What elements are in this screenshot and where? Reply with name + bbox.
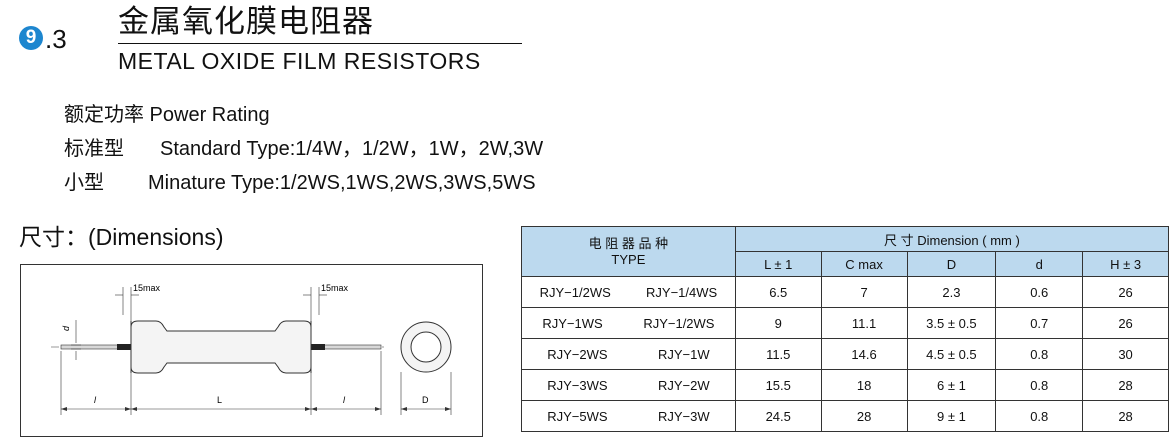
cell-D: 4.5 ± 0.5 — [906, 338, 997, 370]
page-title-english: METAL OXIDE FILM RESISTORS — [118, 48, 481, 74]
cell-D: 2.3 — [906, 276, 997, 308]
type-cell-small: RJY−2WS — [547, 346, 608, 362]
end-view-inner — [410, 331, 442, 363]
cell-C: 28 — [820, 400, 908, 432]
column-header: L ± 1 — [734, 251, 822, 277]
dimension-table: 电 阻 器 品 种 TYPE 尺 寸 Dimension ( mm ) L ± … — [521, 226, 1170, 432]
lead-max-label-right: 15max — [321, 283, 349, 293]
cell-D: 3.5 ± 0.5 — [906, 307, 997, 339]
cell-C: 18 — [820, 369, 908, 401]
miniature-type-value: Minature Type:1/2WS,1WS,2WS,3WS,5WS — [148, 172, 536, 194]
cell-d: 0.6 — [995, 276, 1084, 308]
type-cell-standard: RJY−1/4WS — [646, 284, 718, 300]
power-rating-heading: 额定功率 Power Rating — [64, 104, 270, 126]
page-title-chinese: 金属氧化膜电阻器 — [118, 4, 374, 40]
column-header: d — [995, 251, 1084, 277]
title-divider — [118, 43, 522, 44]
type-cell-standard: RJY−2W — [657, 377, 710, 393]
type-cell-small: RJY−1WS — [542, 315, 603, 331]
standard-type-label: 标准型 — [64, 138, 124, 160]
cell-L: 24.5 — [734, 400, 822, 432]
resistor-dimension-diagram: 15max 15max d l L l D — [20, 264, 483, 437]
cell-d: 0.8 — [995, 369, 1084, 401]
cell-D: 9 ± 1 — [906, 400, 997, 432]
left-lead-crimp — [117, 344, 131, 350]
cell-d: 0.7 — [995, 307, 1084, 339]
table-row: RJY−1/2WS RJY−1/4WS 6.5 7 2.3 0.6 26 — [521, 276, 1169, 308]
type-header-chinese: 电 阻 器 品 种 — [588, 235, 669, 251]
cell-H: 28 — [1082, 369, 1169, 401]
standard-type-value: Standard Type:1/4W，1/2W，1W，2W,3W — [160, 138, 544, 160]
cell-L: 6.5 — [734, 276, 822, 308]
cell-H: 26 — [1082, 276, 1169, 308]
cell-L: 11.5 — [734, 338, 822, 370]
type-header-english: TYPE — [611, 251, 646, 267]
cell-H: 26 — [1082, 307, 1169, 339]
cell-L: 9 — [734, 307, 822, 339]
type-cell-small: RJY−3WS — [547, 377, 608, 393]
cell-D: 6 ± 1 — [906, 369, 997, 401]
cell-d: 0.8 — [995, 400, 1084, 432]
miniature-type-label: 小型 — [64, 172, 104, 194]
table-row: RJY−3WS RJY−2W 15.5 18 6 ± 1 0.8 28 — [521, 369, 1169, 401]
dimensions-heading: 尺寸：(Dimensions) — [19, 224, 224, 250]
table-row: RJY−2WS RJY−1W 11.5 14.6 4.5 ± 0.5 0.8 30 — [521, 338, 1169, 370]
lead-diameter-label: d — [61, 325, 71, 331]
cell-H: 28 — [1082, 400, 1169, 432]
type-cell-small: RJY−5WS — [547, 408, 608, 424]
resistor-drawing: 15max 15max d l L l D — [51, 283, 452, 415]
column-header: H ± 3 — [1082, 251, 1169, 277]
type-cell-standard: RJY−1W — [657, 346, 710, 362]
cell-C: 14.6 — [820, 338, 908, 370]
right-lead-crimp — [311, 344, 325, 350]
lead-max-label-left: 15max — [133, 283, 161, 293]
resistor-body — [130, 320, 312, 374]
type-cell-standard: RJY−3W — [657, 408, 710, 424]
cell-d: 0.8 — [995, 338, 1084, 370]
type-cell-small: RJY−1/2WS — [539, 284, 611, 300]
dimension-group-header: 尺 寸 Dimension ( mm ) — [734, 226, 1170, 252]
column-header: D — [906, 251, 997, 277]
body-diameter-label: D — [422, 395, 429, 405]
type-header: 电 阻 器 品 种 TYPE — [521, 226, 736, 277]
section-number-badge: 9 — [19, 26, 43, 50]
cell-H: 30 — [1082, 338, 1169, 370]
cell-C: 11.1 — [820, 307, 908, 339]
body-length-label: L — [217, 395, 222, 405]
section-number-suffix: .3 — [45, 24, 67, 54]
table-row: RJY−1WS RJY−1/2WS 9 11.1 3.5 ± 0.5 0.7 26 — [521, 307, 1169, 339]
column-header: C max — [820, 251, 908, 277]
table-row: RJY−5WS RJY−3W 24.5 28 9 ± 1 0.8 28 — [521, 400, 1169, 432]
cell-C: 7 — [820, 276, 908, 308]
cell-L: 15.5 — [734, 369, 822, 401]
type-cell-standard: RJY−1/2WS — [643, 315, 715, 331]
lead-length-label-left: l — [94, 395, 97, 405]
lead-length-label-right: l — [343, 395, 346, 405]
